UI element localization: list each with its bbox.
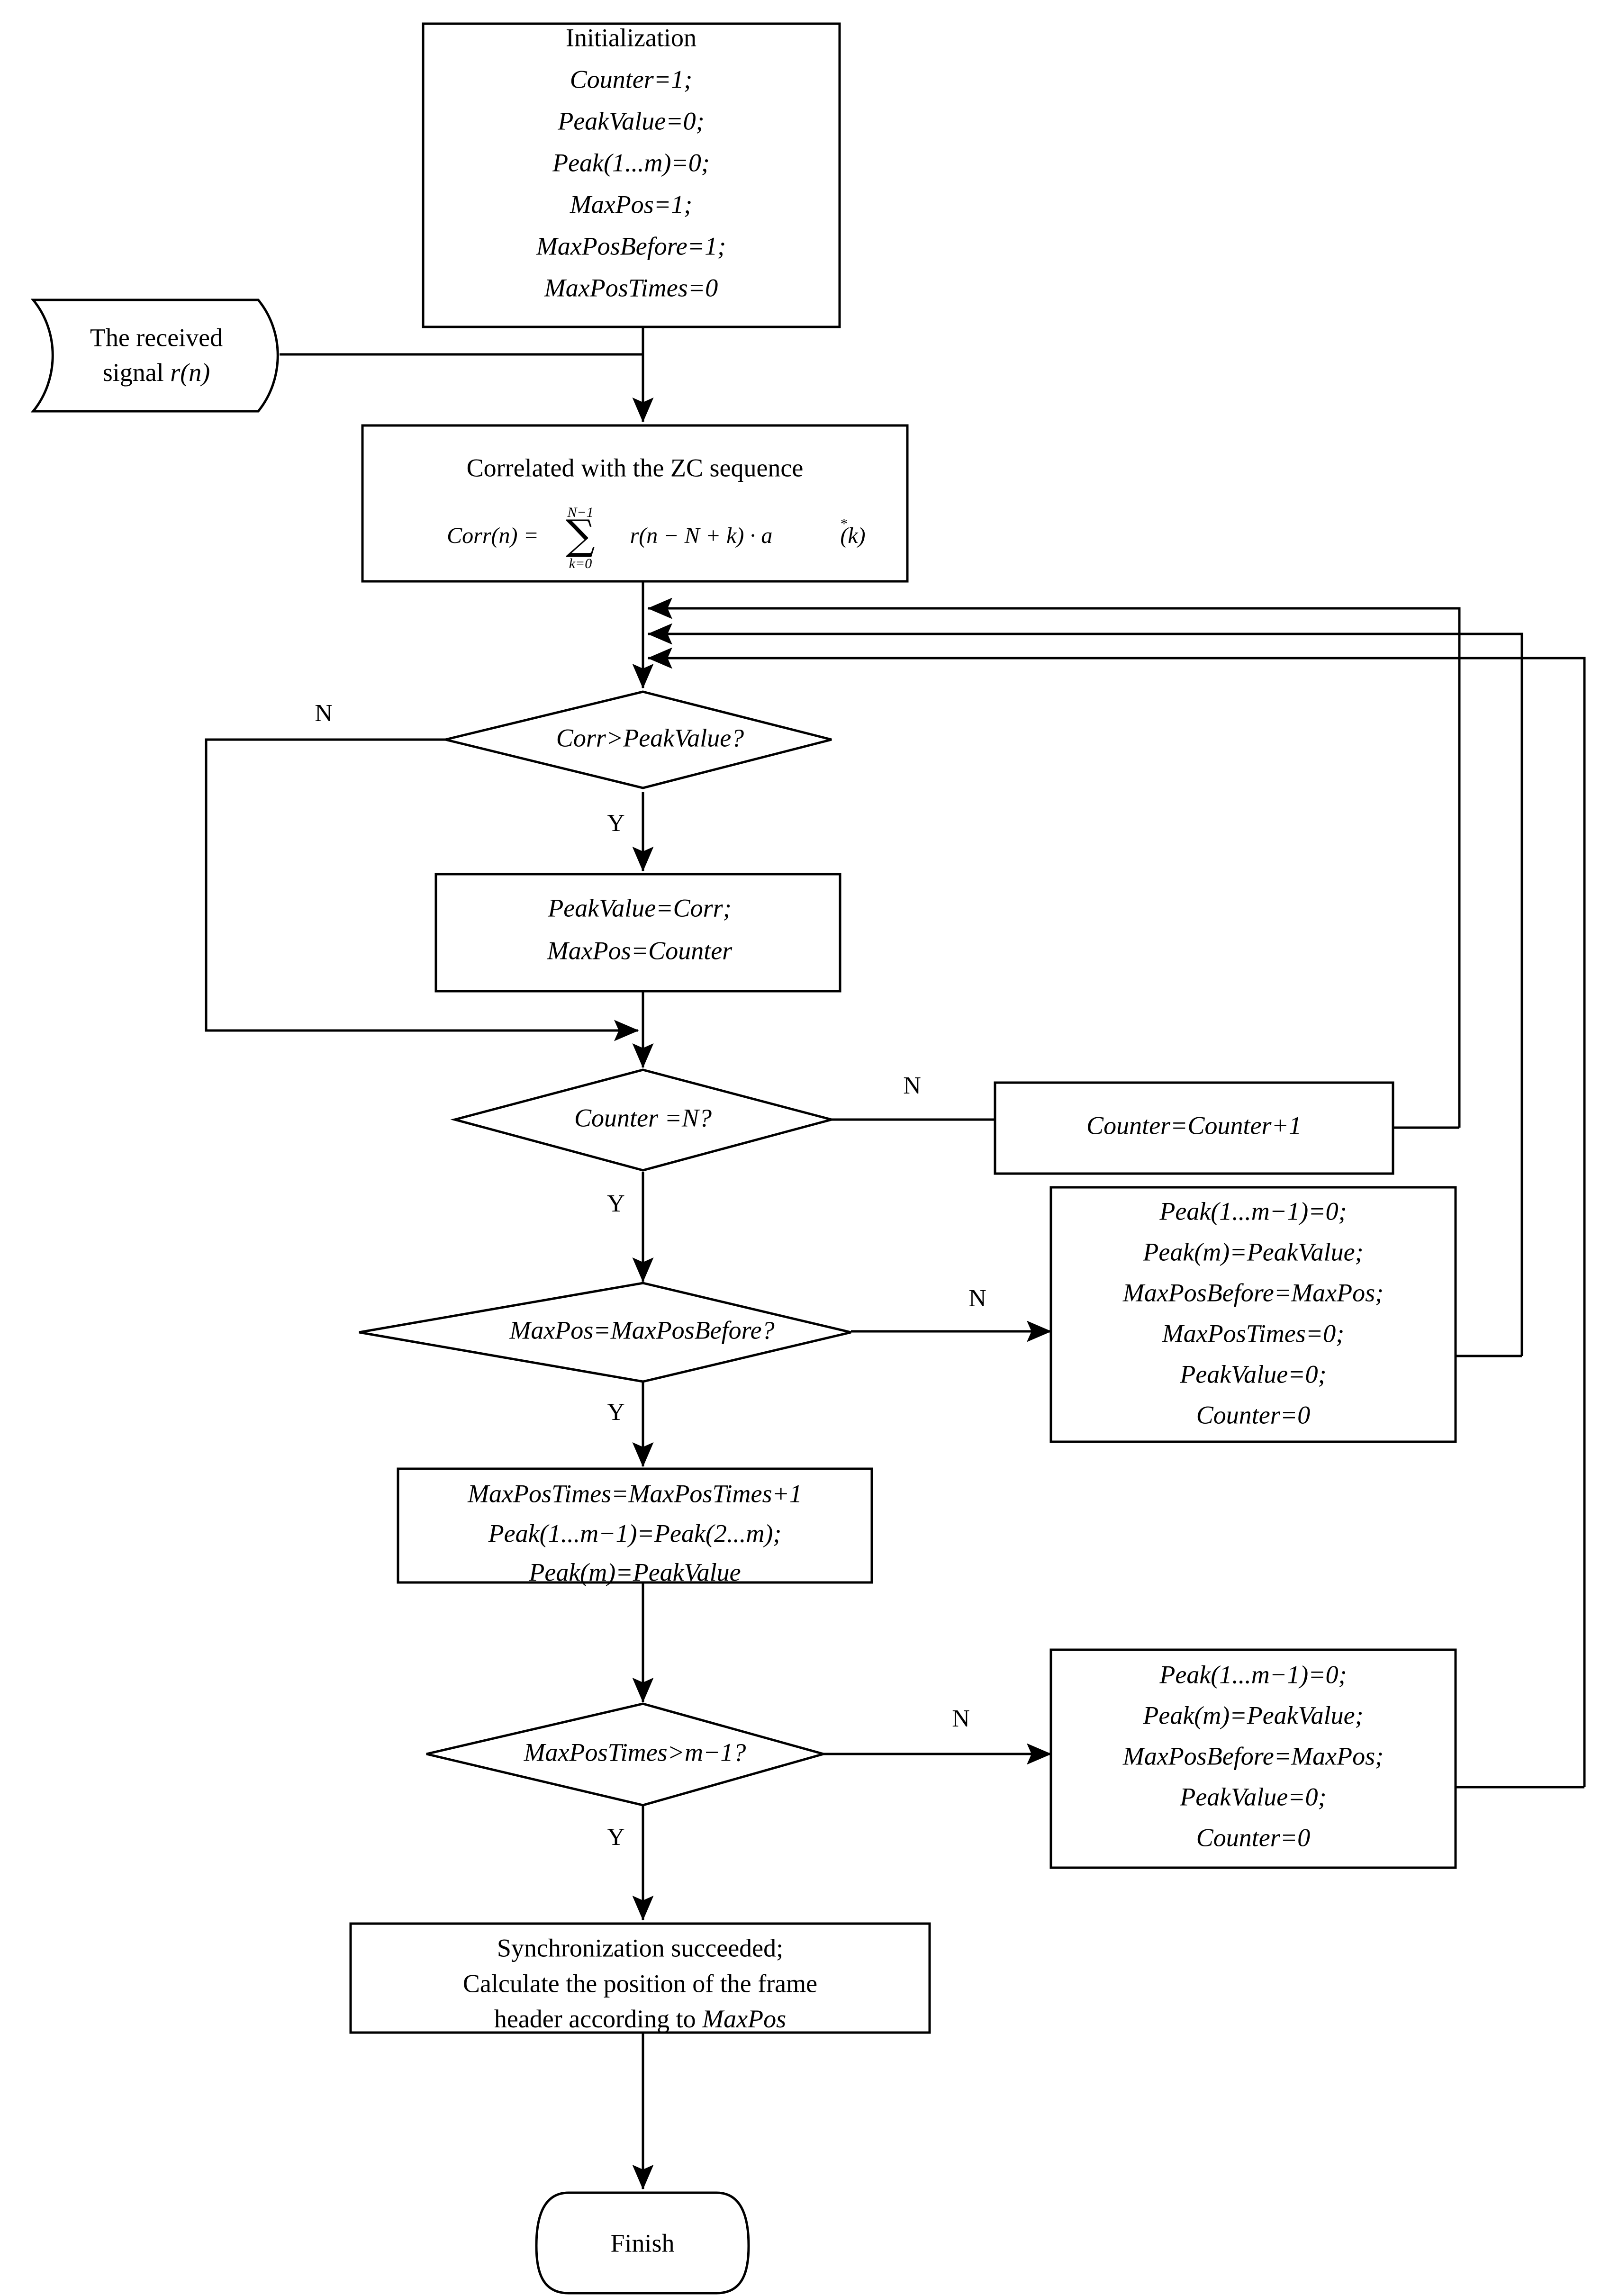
shift-peaks-line-2: Peak(m)=PeakValue [528,1558,741,1586]
decision-times-no-label: N [952,1705,970,1732]
formula-lhs: Corr(n) = [447,523,539,548]
reset2-line-1: Peak(m)=PeakValue; [1142,1701,1363,1729]
formula-rhs-tail: (k) [840,523,865,548]
counter-increment-line-0: Counter=Counter+1 [1086,1111,1302,1139]
node-update-peak[interactable] [434,873,841,993]
edge-feedback-reset2 [647,647,1586,1787]
update-peak-line-1: MaxPos=Counter [547,936,733,965]
node-correlate[interactable] [361,424,909,583]
reset2-line-4: Counter=0 [1196,1823,1310,1852]
node-counter-increment[interactable] [994,1081,1394,1175]
reset1-line-1: Peak(m)=PeakValue; [1142,1238,1363,1266]
decision-corr-no-label: N [315,700,333,727]
decision-counter-yes-label: Y [607,1190,625,1217]
shift-peaks-line-0: MaxPosTimes=MaxPosTimes+1 [467,1479,802,1508]
reset1-line-4: PeakValue=0; [1179,1360,1326,1388]
initialization-line-0: Initialization [566,23,696,52]
formula-sum-symbol: ∑ [566,512,595,559]
decision-maxpos-label: MaxPos=MaxPosBefore? [509,1316,774,1344]
decision-counter-label: Counter =N? [574,1103,712,1132]
correlate-title: Correlated with the ZC sequence [467,453,804,482]
node-decision-maxpos[interactable] [359,1282,851,1383]
node-finish[interactable] [535,2191,750,2295]
update-peak-line-0: PeakValue=Corr; [547,894,731,922]
reset2-line-2: MaxPosBefore=MaxPos; [1122,1742,1384,1770]
decision-corr-yes-label: Y [607,810,625,837]
edge-decision-corr-no [205,738,639,1041]
initialization-line-4: MaxPos=1; [570,190,692,218]
formula-sum-upper: N−1 [567,505,593,520]
formula-sum-lower: k=0 [569,556,592,571]
initialization-line-5: MaxPosBefore=1; [536,232,726,260]
formula-rhs: r(n − N + k) · a [630,523,773,548]
decision-corr-label: Corr>PeakValue? [556,723,744,752]
received-signal-line-1: signal r(n) [103,358,210,387]
edge-feedback-reset1 [647,623,1523,1356]
sync-success-line-2: header according to MaxPos [494,2005,786,2033]
reset1-line-0: Peak(1...m−1)=0; [1159,1197,1347,1225]
decision-counter-no-label: N [903,1072,921,1099]
node-decision-counter[interactable] [450,1068,836,1172]
reset1-line-3: MaxPosTimes=0; [1162,1319,1344,1347]
node-reset-block-2[interactable] [1049,1648,1457,1869]
received-signal-line-0: The received [90,323,223,352]
reset2-line-0: Peak(1...m−1)=0; [1159,1660,1347,1689]
initialization-line-2: PeakValue=0; [557,107,704,135]
reset1-line-2: MaxPosBefore=MaxPos; [1122,1278,1384,1307]
decision-maxpos-no-label: N [968,1285,986,1312]
initialization-line-3: Peak(1...m)=0; [552,148,710,177]
sync-success-line-0: Synchronization succeeded; [497,1934,783,1962]
node-sync-success[interactable] [349,1922,931,2034]
sync-success-line-1: Calculate the position of the frame [463,1969,817,1998]
decision-times-yes-label: Y [607,1824,625,1851]
reset2-line-3: PeakValue=0; [1179,1782,1326,1811]
node-shift-peaks[interactable] [397,1467,873,1584]
node-initialization[interactable] [422,22,841,328]
decision-maxpos-yes-label: Y [607,1399,625,1426]
node-decision-corr[interactable] [445,690,832,789]
shift-peaks-line-1: Peak(1...m−1)=Peak(2...m); [488,1519,782,1547]
correlate-formula: Corr(n) = N−1 ∑ k=0 r(n − N + k) · a * (… [447,505,866,571]
decision-times-label: MaxPosTimes>m−1? [524,1738,746,1766]
edge-feedback-counter [647,597,1461,1128]
node-decision-times[interactable] [426,1702,828,1807]
initialization-line-6: MaxPosTimes=0 [544,273,718,302]
finish-label: Finish [610,2229,674,2257]
initialization-line-1: Counter=1; [570,65,692,93]
node-reset-block-1[interactable] [1049,1186,1457,1443]
node-received-signal[interactable] [30,298,279,413]
formula-rhs-sup: * [840,516,847,532]
reset1-line-5: Counter=0 [1196,1401,1310,1429]
